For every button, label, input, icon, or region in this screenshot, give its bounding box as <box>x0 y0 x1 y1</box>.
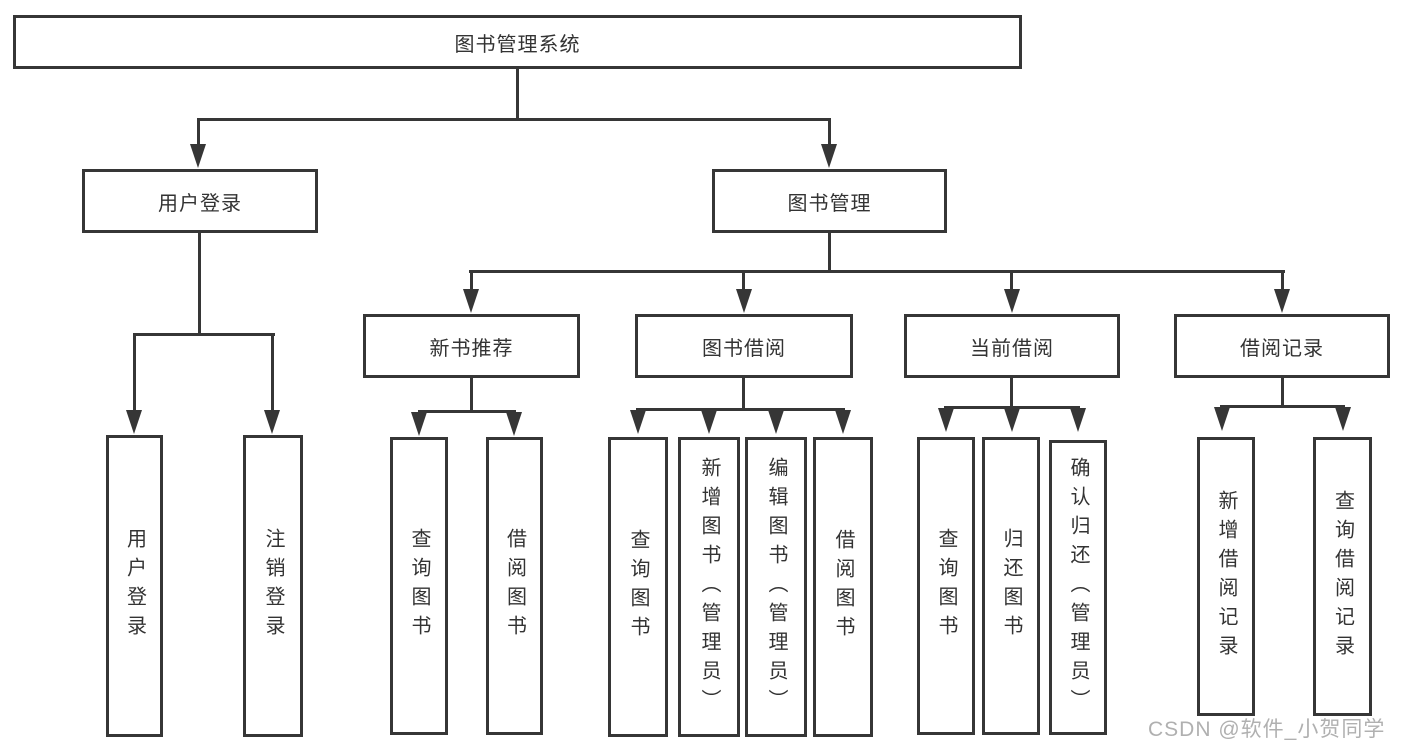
node-label: 用户登录 <box>123 528 146 644</box>
arrowhead <box>736 289 752 313</box>
node-label: 新增图书（管理员） <box>698 456 720 718</box>
connector-line <box>197 118 831 121</box>
node-label: 用户登录 <box>158 192 242 215</box>
connector-line <box>271 333 274 411</box>
node-current-borrowing: 当前借阅 <box>904 314 1120 378</box>
arrowhead <box>701 410 717 434</box>
connector-line <box>1220 405 1345 408</box>
arrowhead <box>1004 408 1020 432</box>
connector-line <box>1010 270 1013 290</box>
arrowhead <box>1335 407 1351 431</box>
arrowhead <box>126 410 142 434</box>
node-label: 查询图书 <box>627 529 649 645</box>
arrowhead <box>768 410 784 434</box>
leaf-confirm-return-admin: 确认归还（管理员） <box>1049 440 1107 735</box>
leaf-logout: 注销登录 <box>243 435 303 737</box>
leaf-borrow-books-recommend: 借阅图书 <box>486 437 543 735</box>
leaf-query-borrow-record: 查询借阅记录 <box>1313 437 1372 716</box>
connector-line <box>198 233 201 335</box>
connector-line <box>828 233 831 272</box>
node-label: 归还图书 <box>1000 528 1022 644</box>
leaf-edit-books-admin: 编辑图书（管理员） <box>745 437 807 737</box>
node-label: 注销登录 <box>262 528 284 644</box>
leaf-query-books-borrowing: 查询图书 <box>608 437 668 737</box>
node-book-borrowing: 图书借阅 <box>635 314 853 378</box>
node-library-management-system: 图书管理系统 <box>13 15 1022 69</box>
connector-line <box>1281 270 1284 290</box>
leaf-add-books-admin: 新增图书（管理员） <box>678 437 740 737</box>
node-label: 借阅图书 <box>503 528 526 644</box>
connector-line <box>742 378 745 411</box>
connector-line <box>133 333 275 336</box>
connector-line <box>742 270 745 290</box>
node-user-login: 用户登录 <box>82 169 318 233</box>
arrowhead <box>190 144 206 168</box>
arrowhead <box>463 289 479 313</box>
node-label: 当前借阅 <box>970 337 1054 360</box>
connector-line <box>1281 378 1284 408</box>
leaf-return-books: 归还图书 <box>982 437 1040 735</box>
node-label: 确认归还（管理员） <box>1067 457 1089 718</box>
leaf-add-borrow-record: 新增借阅记录 <box>1197 437 1255 716</box>
leaf-user-login: 用户登录 <box>106 435 163 737</box>
arrowhead <box>411 412 427 436</box>
node-label: 新书推荐 <box>429 337 514 360</box>
connector-line <box>197 118 200 148</box>
node-label: 查询借阅记录 <box>1331 489 1354 664</box>
node-label: 图书管理系统 <box>454 33 581 56</box>
node-label: 图书管理 <box>787 192 872 215</box>
connector-line <box>1010 378 1013 409</box>
arrowhead <box>821 144 837 168</box>
arrowhead <box>1070 408 1086 432</box>
arrowhead <box>264 410 280 434</box>
node-borrowing-records: 借阅记录 <box>1174 314 1390 378</box>
arrowhead <box>938 408 954 432</box>
connector-line <box>470 270 473 290</box>
connector-line <box>418 410 516 413</box>
node-label: 新增借阅记录 <box>1215 489 1237 664</box>
arrowhead <box>506 412 522 436</box>
node-label: 借阅记录 <box>1240 337 1324 360</box>
connector-line <box>944 406 1080 409</box>
node-label: 编辑图书（管理员） <box>765 456 787 718</box>
leaf-borrow-books-borrowing: 借阅图书 <box>813 437 873 737</box>
node-book-management: 图书管理 <box>712 169 947 233</box>
connector-line <box>828 118 831 148</box>
node-label: 图书借阅 <box>702 337 786 360</box>
leaf-query-books-recommend: 查询图书 <box>390 437 448 735</box>
arrowhead <box>1004 289 1020 313</box>
node-label: 查询图书 <box>935 528 957 644</box>
connector-line <box>469 270 1285 273</box>
leaf-query-books-current: 查询图书 <box>917 437 975 735</box>
arrowhead <box>1214 407 1230 431</box>
node-new-book-recommend: 新书推荐 <box>363 314 580 378</box>
connector-line <box>133 333 136 411</box>
node-label: 查询图书 <box>408 528 430 644</box>
arrowhead <box>835 410 851 434</box>
node-label: 借阅图书 <box>832 529 854 645</box>
connector-line <box>636 408 845 411</box>
arrowhead <box>1274 289 1290 313</box>
connector-line <box>516 69 519 120</box>
watermark: CSDN @软件_小贺同学 <box>1148 718 1386 741</box>
connector-line <box>470 378 473 412</box>
arrowhead <box>630 410 646 434</box>
